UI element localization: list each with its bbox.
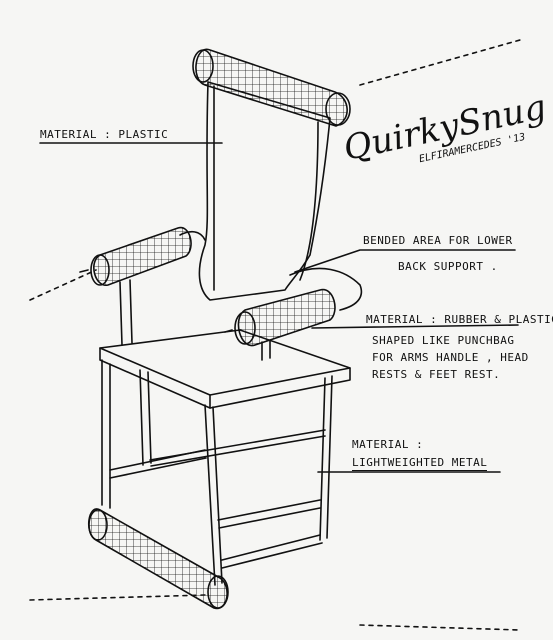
label-rubber-title: MATERIAL : RUBBER & PLASTIC — [366, 313, 553, 326]
head-rest-cushion — [192, 48, 351, 127]
label-metal-title: MATERIAL : — [352, 438, 424, 451]
seat — [99, 329, 351, 409]
label-material-plastic: MATERIAL : PLASTIC — [40, 128, 169, 141]
leader-bended-area — [294, 249, 516, 273]
label-rubber-line3: RESTS & FEET REST. — [372, 368, 501, 381]
label-bended-line2: BACK SUPPORT . — [398, 260, 498, 273]
leader-rubber — [311, 324, 519, 329]
foot-rest-cushion — [88, 508, 229, 609]
label-rubber-line2: FOR ARMS HANDLE , HEAD — [372, 351, 529, 364]
left-arm-cushion — [79, 226, 192, 286]
label-metal-value: LIGHTWEIGHTED METAL — [352, 456, 488, 471]
label-bended-line1: BENDED AREA FOR LOWER — [363, 234, 513, 247]
right-arm-cushion — [224, 289, 336, 347]
label-rubber-line1: SHAPED LIKE PUNCHBAG — [372, 334, 515, 347]
back-support-bar — [289, 267, 363, 311]
metal-legs — [101, 359, 333, 586]
